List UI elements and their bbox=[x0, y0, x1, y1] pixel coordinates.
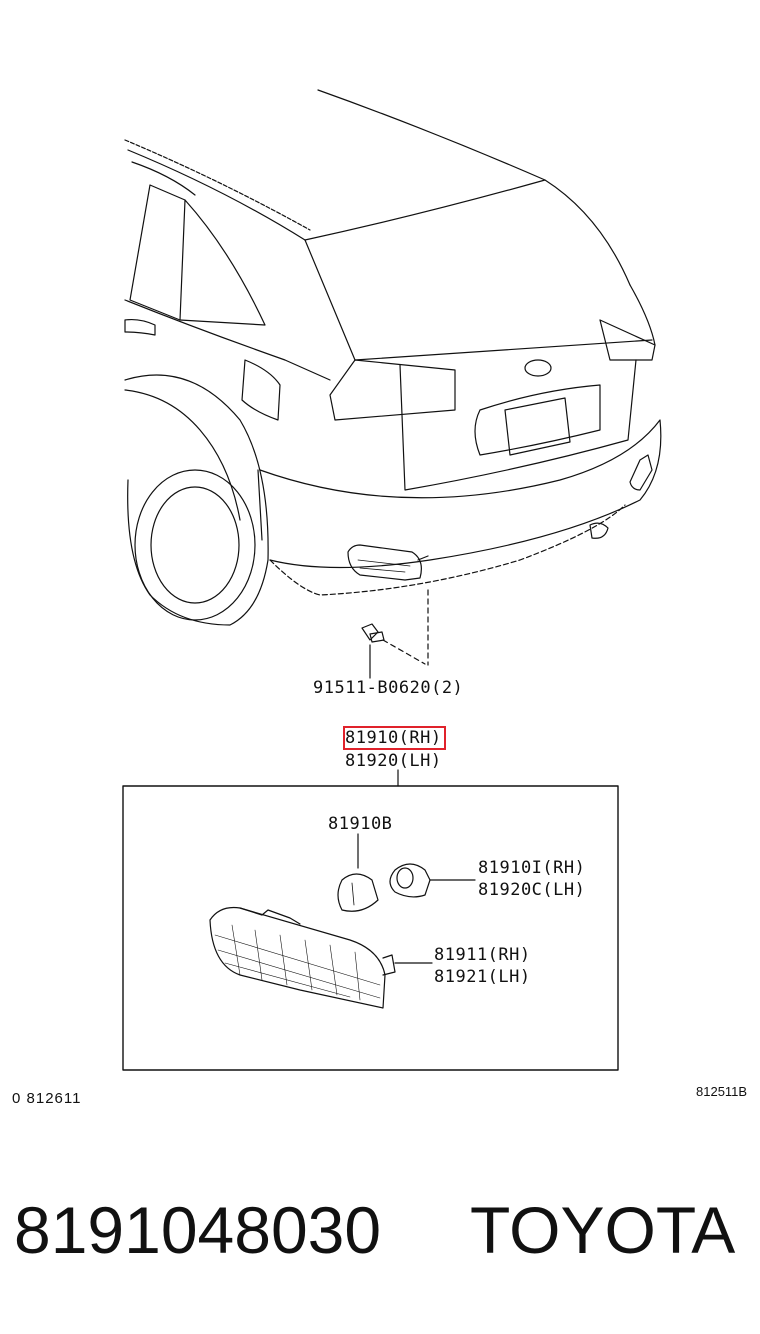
rear-window-bottom bbox=[354, 339, 653, 361]
part-number: 8191048030 bbox=[14, 1193, 382, 1267]
bulb-callout: 81910B bbox=[328, 814, 393, 834]
brand-name: TOYOTA bbox=[470, 1193, 736, 1267]
bolt-callout: 91511-B0620(2) bbox=[313, 678, 464, 698]
socket-lh-callout: 81920C(LH) bbox=[478, 880, 586, 900]
socket-rh-callout: 81910I(RH) bbox=[478, 858, 586, 878]
detail-frame bbox=[122, 785, 619, 1071]
rear-window-top bbox=[304, 179, 546, 241]
diagram-code-left: 0 812611 bbox=[12, 1090, 82, 1107]
roof-outline bbox=[317, 89, 631, 286]
assembly-rh-callout[interactable]: 81910(RH) bbox=[343, 726, 446, 750]
lens-lh-callout: 81921(LH) bbox=[434, 967, 531, 987]
assembly-lh-callout: 81920(LH) bbox=[345, 751, 442, 771]
lens-rh-callout: 81911(RH) bbox=[434, 945, 531, 965]
diagram-code-right: 812511B bbox=[696, 1084, 748, 1099]
rear-window-left bbox=[304, 239, 356, 361]
